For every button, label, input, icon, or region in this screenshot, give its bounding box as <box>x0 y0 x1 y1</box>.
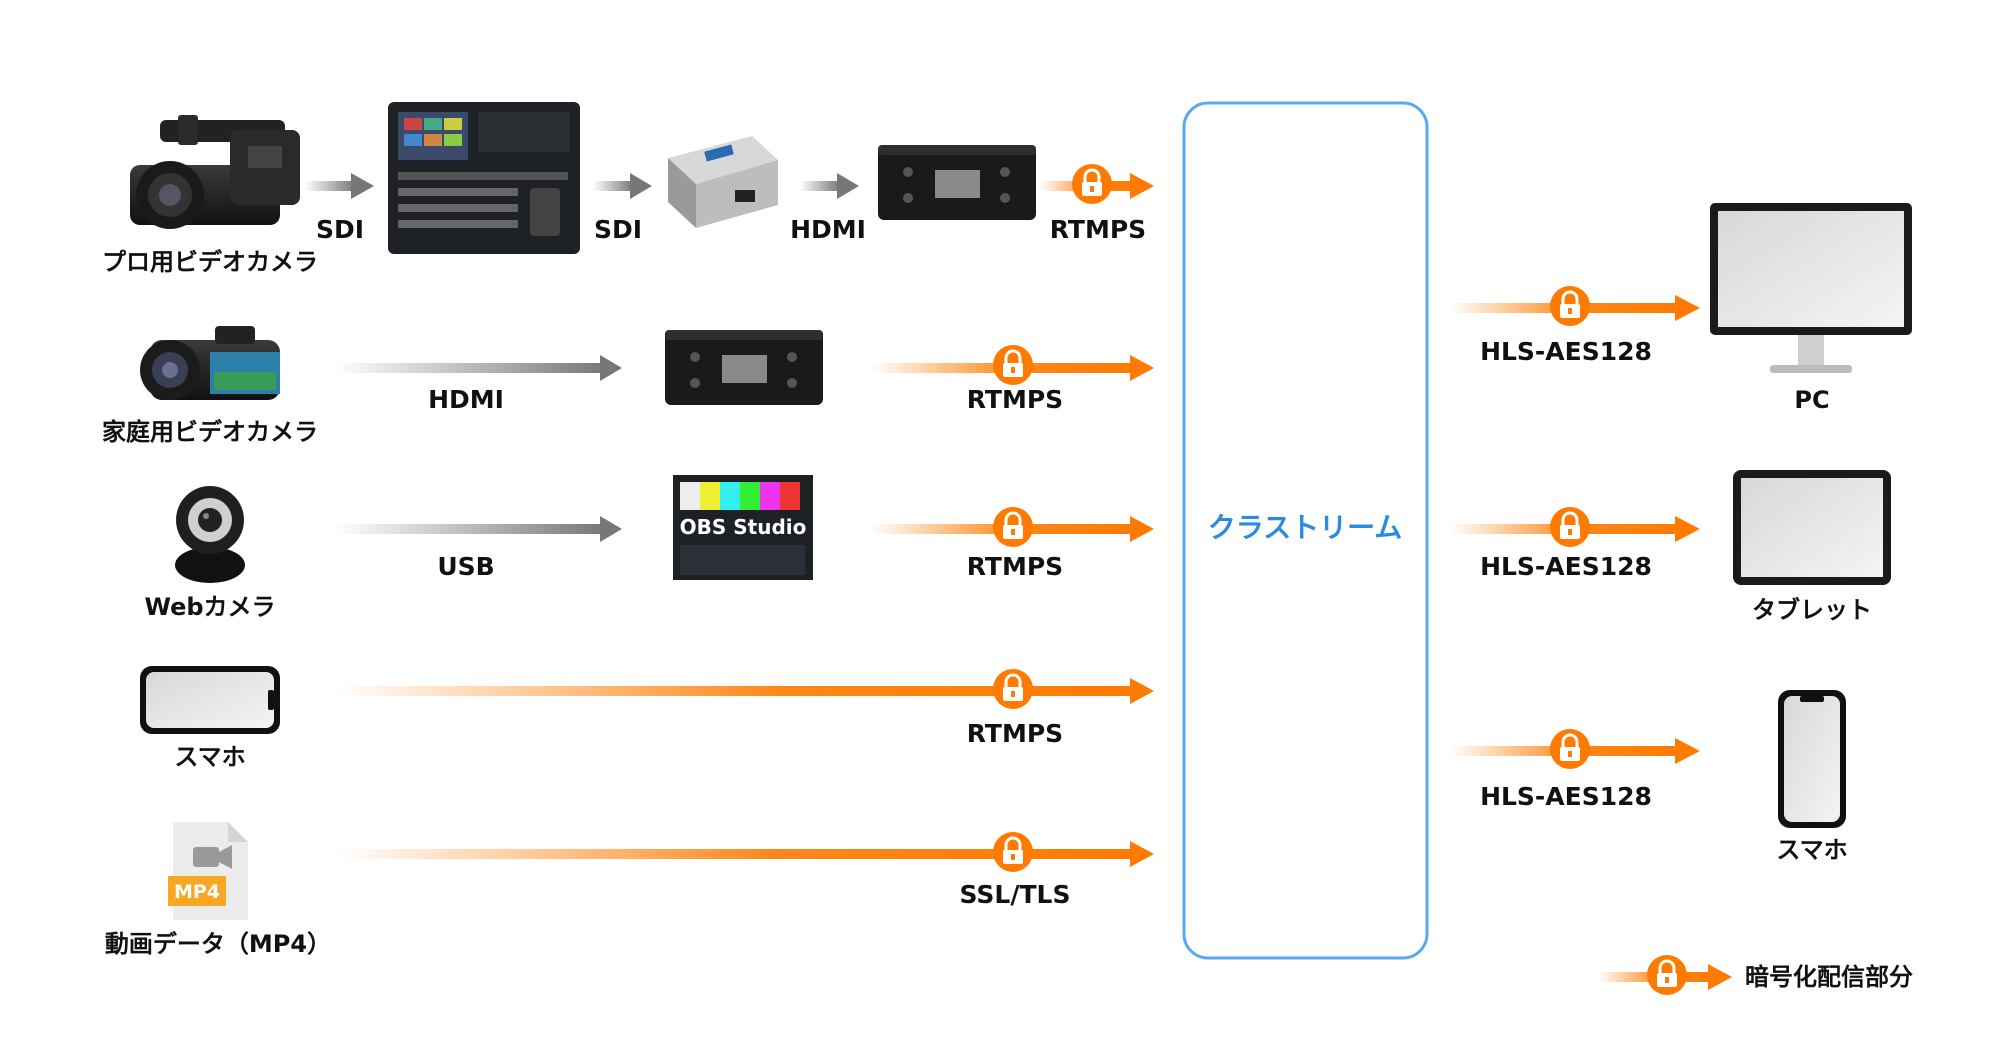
output-label: タブレット <box>1752 596 1872 624</box>
obs-studio-icon: OBS Studio <box>673 475 813 580</box>
legend-label: 暗号化配信部分 <box>1745 963 1913 991</box>
lock-icon <box>993 669 1033 709</box>
source-label: スマホ <box>174 743 245 771</box>
link-label: RTMPS <box>967 552 1063 581</box>
lock-icon <box>1550 286 1590 326</box>
link-label: HDMI <box>428 385 504 414</box>
legend: 暗号化配信部分 <box>1598 955 1913 995</box>
tablet-icon <box>1733 470 1891 585</box>
plain-arrow <box>335 516 622 542</box>
home-camcorder-icon <box>140 326 280 400</box>
encrypted-arrow <box>1450 507 1700 547</box>
link-label: SDI <box>594 215 642 244</box>
plain-arrow <box>335 355 622 381</box>
source-label: プロ用ビデオカメラ <box>102 248 318 276</box>
mp4-file-icon: MP4 <box>168 822 248 920</box>
center-label: クラストリーム <box>1208 511 1403 544</box>
plain-arrow <box>800 173 859 199</box>
link-label: SDI <box>316 215 364 244</box>
source-label: Webカメラ <box>144 593 275 621</box>
monitor-icon <box>1710 203 1912 373</box>
video-switcher-icon <box>388 102 580 254</box>
lock-icon <box>1550 507 1590 547</box>
encoder-box-icon <box>878 145 1036 220</box>
encrypted-arrow <box>870 345 1154 385</box>
sdi-hdmi-converter-icon <box>668 136 778 228</box>
link-label: HDMI <box>790 215 866 244</box>
plain-arrow <box>593 173 652 199</box>
link-label: USB <box>437 552 494 581</box>
pro-camcorder-icon <box>130 115 300 229</box>
source-label: 動画データ（MP4） <box>105 930 331 958</box>
lock-icon <box>1647 955 1687 995</box>
smartphone-icon <box>140 666 280 734</box>
crastream-box <box>1182 101 1429 960</box>
output-protocol: HLS-AES128 <box>1480 782 1652 811</box>
link-label: RTMPS <box>967 385 1063 414</box>
output-label: スマホ <box>1776 836 1847 864</box>
plain-arrow <box>305 173 374 199</box>
webcam-icon <box>175 486 245 583</box>
encoder-box-icon <box>665 330 823 405</box>
encrypted-arrow <box>1450 729 1700 769</box>
file-badge: MP4 <box>174 881 220 903</box>
output-protocol: HLS-AES128 <box>1480 337 1652 366</box>
encrypted-arrow <box>335 669 1154 709</box>
encrypted-arrow <box>1040 164 1154 204</box>
link-label: RTMPS <box>967 719 1063 748</box>
lock-icon <box>993 345 1033 385</box>
lock-icon <box>993 832 1033 872</box>
lock-icon <box>1072 164 1112 204</box>
encrypted-arrow <box>335 832 1154 872</box>
encrypted-arrow <box>1450 286 1700 326</box>
link-label: SSL/TLS <box>960 880 1071 909</box>
output-label: PC <box>1794 386 1829 414</box>
lock-icon <box>993 507 1033 547</box>
source-label: 家庭用ビデオカメラ <box>102 418 318 446</box>
link-label: RTMPS <box>1050 215 1146 244</box>
smartphone-icon <box>1778 690 1846 828</box>
encrypted-arrow <box>870 507 1154 547</box>
lock-icon <box>1550 729 1590 769</box>
output-protocol: HLS-AES128 <box>1480 552 1652 581</box>
software-label: OBS Studio <box>680 515 807 539</box>
